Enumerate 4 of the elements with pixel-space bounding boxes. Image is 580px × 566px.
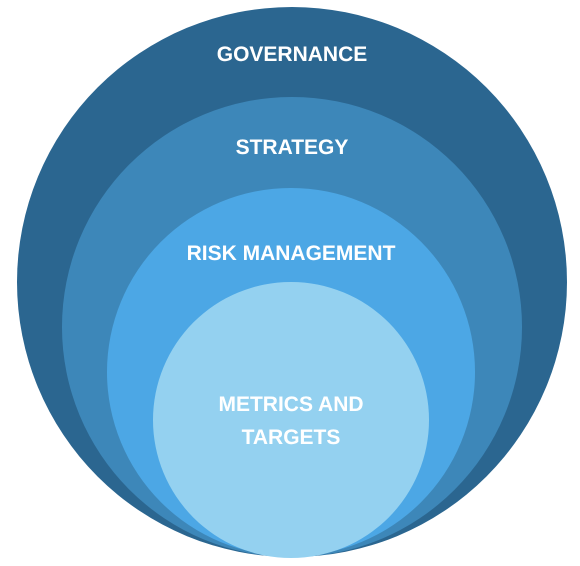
circle-label: RISK MANAGEMENT: [186, 241, 396, 267]
circle-label: STRATEGY: [235, 135, 349, 161]
circle-label: GOVERNANCE: [216, 42, 368, 68]
circle-label: METRICS AND TARGETS: [218, 392, 364, 451]
